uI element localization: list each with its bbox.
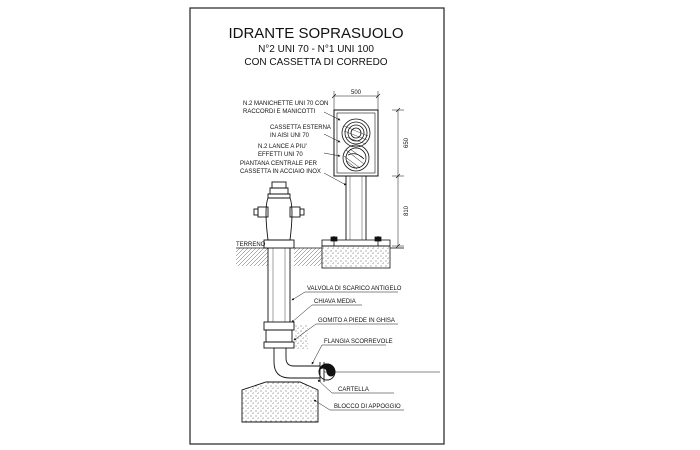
label-valvola: VALVOLA DI SCARICO ANTIGELO [307,286,402,292]
dim-box-height: 650 [404,137,410,148]
title-sub-2: CON CASSETTA DI CORREDO [244,57,387,68]
title-main: IDRANTE SOPRASUOLO [228,25,403,42]
ground-line [236,247,404,266]
label-terreno: TERRENO [236,242,266,248]
label-piantana-2: CASSETTA IN ACCIAIO INOX [240,169,321,175]
title-sub-1: N°2 UNI 70 - N°1 UNI 100 [258,44,374,55]
sheet-border [189,7,445,445]
label-cassetta-1: CASSETTA ESTERNA [270,125,331,131]
label-flangia: FLANGIA SCORREVOLE [324,339,393,345]
dim-post-height: 810 [404,205,410,216]
label-cartella: CARTELLA [338,387,369,393]
label-lance-2: EFFETTI UNI 70 [258,152,303,158]
label-piantana-1: PIANTANA CENTRALE PER [240,161,318,167]
label-chiave: CHIAVA MEDIA [314,299,356,305]
label-blocco: BLOCCO DI APPOGGIO [334,404,401,410]
label-lance-1: N.2 LANCE A PIU' [258,144,307,150]
hose-cabinet [321,91,404,269]
label-gomito: GOMITO A PIEDE IN GHISA [318,318,395,324]
label-manichette-1: N.2 MANICHETTE UNI 70 CON [243,101,328,107]
label-manichette-2: RACCORDI E MANICOTTI [243,109,316,115]
label-cassetta-2: IN AISI UNI 70 [270,133,310,139]
dim-width: 500 [351,90,362,96]
leader-lines [291,111,404,411]
hydrant-body [241,181,440,423]
